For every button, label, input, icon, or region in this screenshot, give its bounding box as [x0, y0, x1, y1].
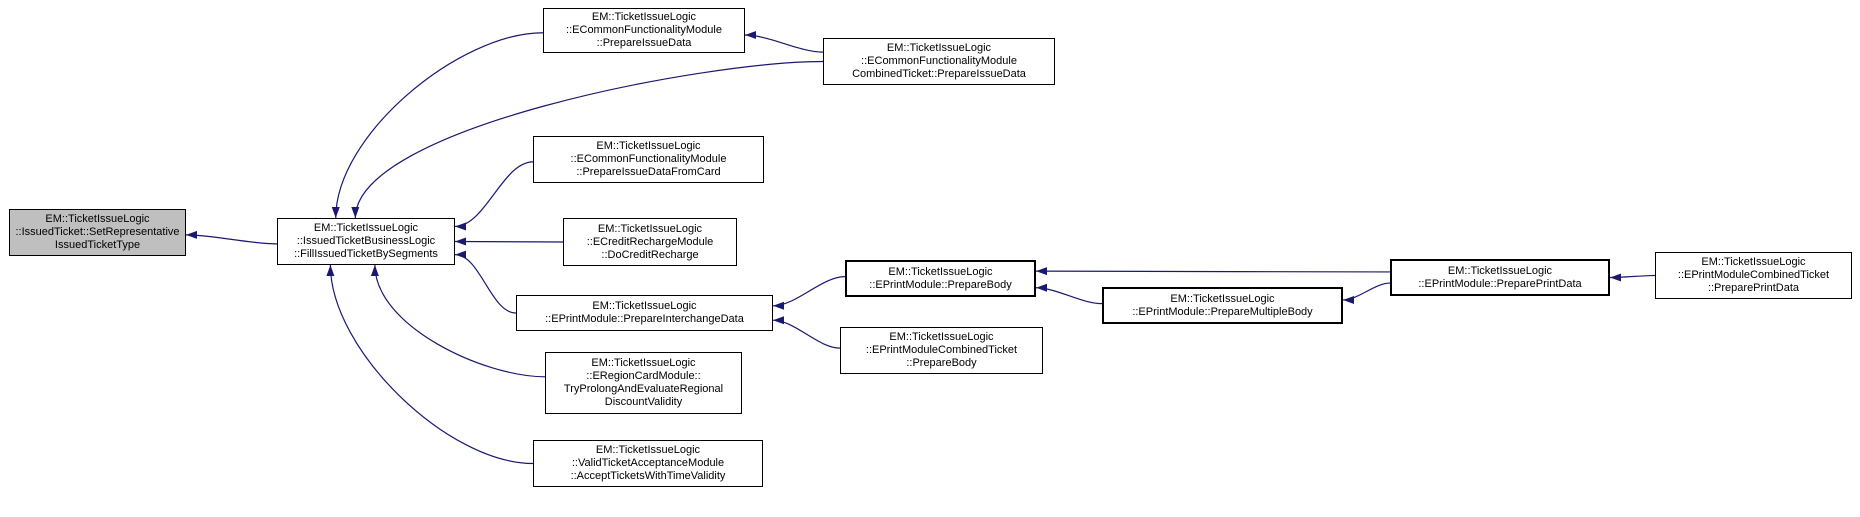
graph-edge-prepare-print-data--eprintmodule-prepare-body: [1035, 270, 1391, 273]
graph-node-label-line: ::EPrintModuleCombinedTicket: [865, 344, 1018, 356]
graph-edge-arrowhead: [773, 301, 784, 310]
graph-edge-try-prolong-and-evaluate-regional-discount-validity--fill-issued-ticket-by-segments: [374, 264, 546, 378]
graph-edge-arrowhead: [455, 222, 466, 231]
graph-node-label-line: EM::TicketIssueLogic: [591, 357, 696, 369]
graph-node-try-prolong-and-evaluate-regional-discount-validity[interactable]: EM::TicketIssueLogic::ERegionCardModule:…: [545, 352, 742, 414]
graph-edge-arrowhead: [1036, 267, 1047, 276]
graph-node-label-line: ::ValidTicketAcceptanceModule: [571, 457, 725, 469]
graph-node-prepare-multiple-body[interactable]: EM::TicketIssueLogic::EPrintModule::Prep…: [1102, 287, 1343, 324]
graph-node-label-line: ::EPrintModule::PrepareInterchangeData: [545, 313, 744, 325]
graph-node-fill-issued-ticket-by-segments[interactable]: EM::TicketIssueLogic::IssuedTicketBusine…: [277, 218, 455, 265]
graph-node-label-line: EM::TicketIssueLogic: [313, 222, 419, 234]
graph-edge-arrowhead: [326, 265, 335, 276]
graph-node-label-line: CombinedTicket::PrepareIssueData: [852, 68, 1026, 80]
graph-node-label-line: EM::TicketIssueLogic: [592, 300, 697, 312]
graph-node-label-line: EM::TicketIssueLogic: [595, 444, 701, 456]
graph-edge-arrowhead: [773, 316, 784, 325]
graph-node-label-line: EM::TicketIssueLogic: [1447, 264, 1553, 277]
graph-node-label-line: ::EPrintModuleCombinedTicket: [1677, 269, 1830, 281]
graph-node-label-line: ::PrepareIssueData: [596, 37, 692, 49]
graph-node-label-line: ::ECommonFunctionalityModule: [566, 24, 722, 36]
graph-edge-prepare-issue-data-from-card--fill-issued-ticket-by-segments: [454, 161, 534, 228]
graph-node-label-line: ::ECommonFunctionalityModule: [861, 55, 1017, 67]
graph-node-eprintmodule-prepare-body[interactable]: EM::TicketIssueLogic::EPrintModule::Prep…: [845, 260, 1036, 297]
graph-edge-prepare-issue-data--fill-issued-ticket-by-segments: [335, 32, 544, 219]
graph-edge-arrowhead: [331, 207, 340, 218]
graph-node-combined-ticket-prepare-body[interactable]: EM::TicketIssueLogic::EPrintModuleCombin…: [840, 327, 1043, 374]
graph-edge-arrowhead: [1036, 283, 1047, 292]
graph-node-label-line: EM::TicketIssueLogic: [889, 331, 994, 343]
graph-node-label-line: ::PreparePrintData: [1707, 282, 1800, 294]
graph-node-do-credit-recharge[interactable]: EM::TicketIssueLogic::ECreditRechargeMod…: [563, 218, 737, 266]
graph-node-label-line: DiscountValidity: [604, 396, 683, 408]
graph-edge-arrowhead: [1610, 273, 1621, 282]
graph-node-label-line: EM::TicketIssueLogic: [596, 140, 701, 152]
graph-node-label-line: EM::TicketIssueLogic: [597, 222, 703, 235]
graph-node-label-line: EM::TicketIssueLogic: [1170, 292, 1275, 305]
graph-node-label-line: IssuedTicketType: [54, 239, 141, 251]
graph-node-label-line: ::DoCreditRecharge: [601, 248, 699, 261]
graph-node-label-line: ::AcceptTicketsWithTimeValidity: [570, 470, 726, 482]
graph-edge-arrowhead: [455, 237, 466, 246]
graph-edge-arrowhead: [455, 250, 466, 259]
graph-node-label-line: EM::TicketIssueLogic: [591, 11, 697, 23]
graph-edge-arrowhead: [745, 31, 756, 39]
graph-node-label-line: ::ECreditRechargeModule: [586, 235, 714, 248]
graph-node-label-line: EM::TicketIssueLogic: [45, 213, 150, 225]
graph-node-combined-ticket-prepare-print-data[interactable]: EM::TicketIssueLogic::EPrintModuleCombin…: [1655, 252, 1852, 299]
graph-node-label-line: ::PrepareIssueDataFromCard: [576, 166, 721, 178]
graph-node-label-line: ::PrepareBody: [906, 357, 977, 369]
graph-node-prepare-print-data[interactable]: EM::TicketIssueLogic::EPrintModule::Prep…: [1390, 259, 1610, 296]
graph-edge-arrowhead: [351, 207, 360, 218]
graph-edge-combined-ticket-prepare-body--prepare-interchange-data: [772, 319, 841, 349]
graph-node-label-line: ::FillIssuedTicketBySegments: [294, 248, 438, 260]
graph-edge-combined-ticket-prepare-issue-data--fill-issued-ticket-by-segments: [354, 60, 824, 219]
graph-node-label-line: ::ERegionCardModule::: [586, 370, 701, 382]
graph-edge-arrowhead: [186, 230, 197, 239]
graph-node-label-line: ::IssuedTicket::SetRepresentative: [15, 226, 180, 238]
graph-edge-arrowhead: [370, 265, 379, 276]
graph-node-label-line: ::IssuedTicketBusinessLogic: [296, 235, 436, 247]
graph-node-set-representative-issued-ticket-type: EM::TicketIssueLogic::IssuedTicket::SetR…: [9, 209, 186, 256]
graph-edge-prepare-interchange-data--fill-issued-ticket-by-segments: [454, 254, 517, 314]
graph-node-label-line: EM::TicketIssueLogic: [888, 265, 993, 278]
graph-node-prepare-interchange-data[interactable]: EM::TicketIssueLogic::EPrintModule::Prep…: [516, 295, 773, 331]
graph-node-combined-ticket-prepare-issue-data[interactable]: EM::TicketIssueLogic::ECommonFunctionali…: [823, 38, 1055, 85]
graph-edge-eprintmodule-prepare-body--prepare-interchange-data: [772, 276, 846, 307]
graph-node-label-line: ::ECommonFunctionalityModule: [570, 153, 727, 165]
graph-node-label-line: ::EPrintModule::PrepareBody: [869, 278, 1012, 291]
graph-node-prepare-issue-data[interactable]: EM::TicketIssueLogic::ECommonFunctionali…: [543, 8, 745, 53]
graph-node-label-line: ::EPrintModule::PreparePrintData: [1418, 277, 1582, 290]
graph-edge-arrowhead: [1343, 295, 1354, 304]
graph-edge-do-credit-recharge--fill-issued-ticket-by-segments: [454, 240, 564, 243]
graph-node-accept-tickets-with-time-validity[interactable]: EM::TicketIssueLogic::ValidTicketAccepta…: [533, 440, 763, 487]
graph-node-label-line: EM::TicketIssueLogic: [886, 42, 992, 54]
graph-node-label-line: EM::TicketIssueLogic: [1701, 256, 1806, 268]
graph-edge-accept-tickets-with-time-validity--fill-issued-ticket-by-segments: [329, 264, 534, 465]
graph-node-label-line: ::EPrintModule::PrepareMultipleBody: [1132, 305, 1313, 318]
graph-edge-fill-issued-ticket-by-segments--set-representative-issued-ticket-type: [185, 234, 278, 245]
graph-edge-combined-ticket-prepare-issue-data--prepare-issue-data: [744, 34, 824, 53]
graph-node-label-line: TryProlongAndEvaluateRegional: [563, 383, 724, 395]
graph-node-prepare-issue-data-from-card[interactable]: EM::TicketIssueLogic::ECommonFunctionali…: [533, 136, 764, 183]
